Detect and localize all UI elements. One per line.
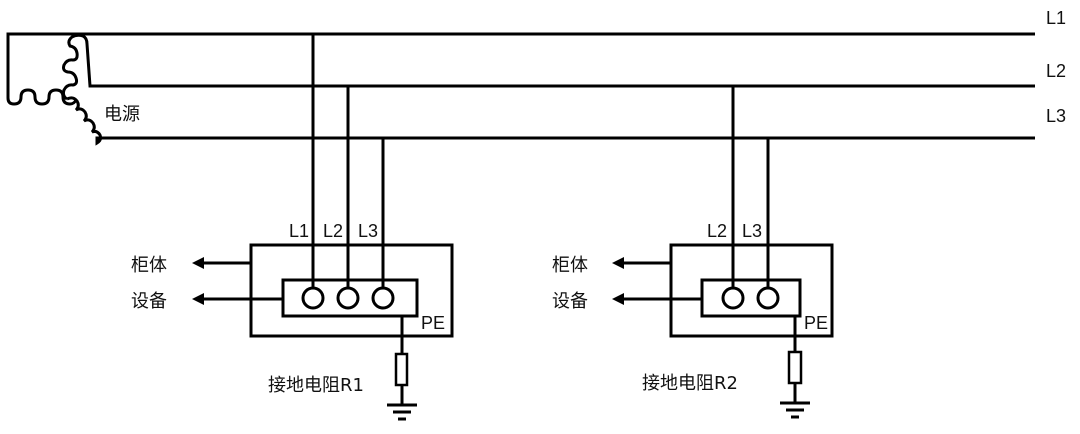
winding-l3 (66, 96, 1035, 146)
phase-label: L3 (358, 221, 378, 241)
phase-label: L2 (707, 221, 727, 241)
equipment-box (700, 278, 802, 318)
arrow-head-icon (612, 293, 624, 305)
ground-resistor (394, 352, 409, 387)
pe-label: PE (804, 313, 828, 333)
cabinet-box (249, 243, 454, 338)
pe-label: PE (421, 313, 445, 333)
winding-l2 (61, 33, 1035, 101)
terminal (721, 286, 745, 310)
ground-resistor (787, 350, 803, 385)
equipment-label: 设备 (552, 291, 588, 312)
bus-label-l2: L2 (1046, 61, 1066, 81)
winding-l1 (6, 32, 1035, 106)
phase-label: L3 (742, 221, 762, 241)
load-1: L1 L2 L3 柜体 设备 PE 接地电阻R1 (131, 34, 454, 421)
power-source-winding (6, 32, 1035, 146)
bus-label-l3: L3 (1046, 106, 1066, 126)
equipment-label: 设备 (131, 291, 167, 312)
terminal (301, 286, 325, 310)
terminal (756, 286, 780, 310)
cabinet-label: 柜体 (131, 255, 167, 276)
bus-label-l1: L1 (1046, 8, 1066, 28)
arrow-head-icon (192, 257, 204, 269)
phase-label: L2 (323, 221, 343, 241)
cabinet-box (669, 243, 834, 338)
cabinet-label: 柜体 (552, 255, 588, 276)
ground-icon (780, 401, 810, 419)
resistor-label: 接地电阻R2 (642, 373, 738, 394)
power-source-label: 电源 (104, 104, 140, 125)
phase-label: L1 (289, 221, 309, 241)
arrow-head-icon (192, 293, 204, 305)
load-2: L2 L3 柜体 设备 PE 接地电阻R2 (552, 86, 834, 419)
resistor-label: 接地电阻R1 (268, 375, 364, 396)
terminal (336, 286, 360, 310)
ground-icon (387, 403, 417, 421)
arrow-head-icon (612, 257, 624, 269)
terminal (371, 286, 395, 310)
